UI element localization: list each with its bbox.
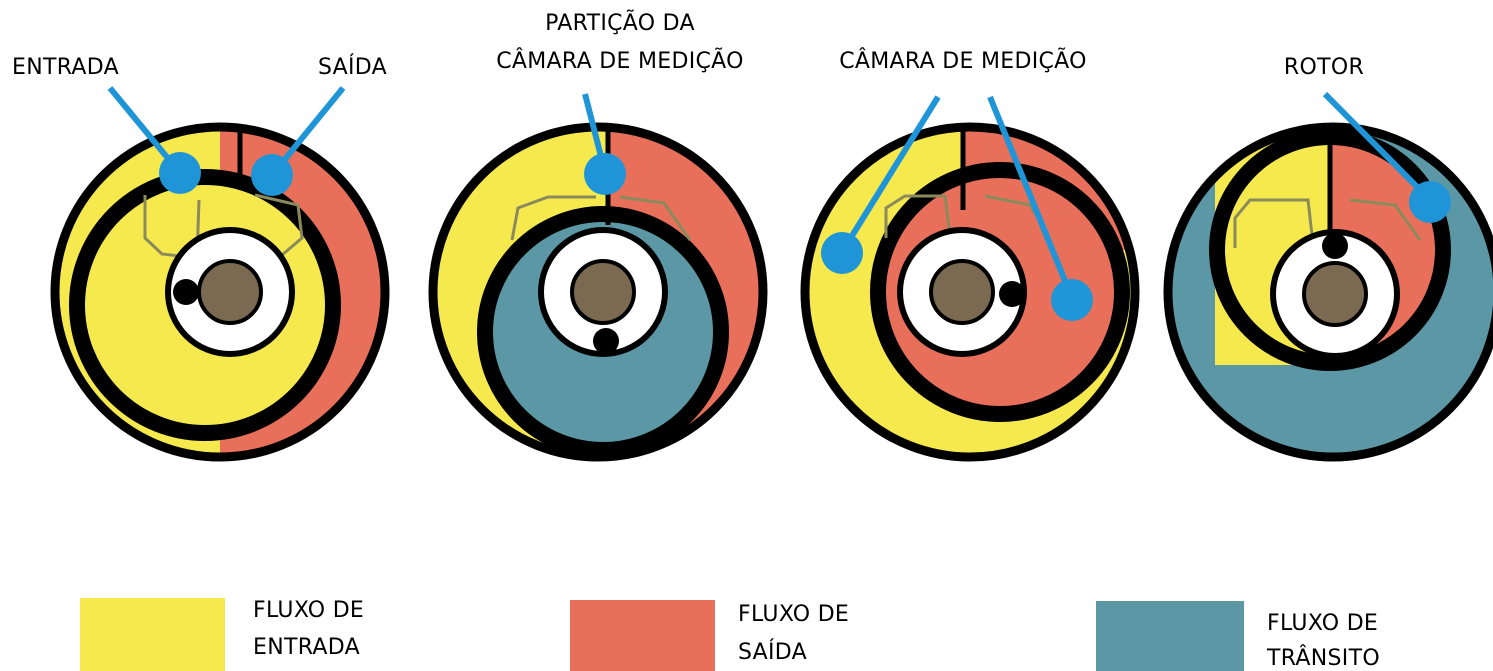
pointer-camara-left-dot	[821, 232, 863, 274]
legend-item-inflow: FLUXO DE ENTRADA	[80, 598, 364, 671]
label-rotor: ROTOR	[1284, 55, 1364, 80]
label-particao-line2: CÂMARA DE MEDIÇÃO	[496, 47, 743, 74]
legend-item-outflow: FLUXO DE SAÍDA	[570, 600, 849, 671]
legend-item-transit: FLUXO DE TRÂNSITO	[1096, 601, 1380, 671]
label-entrada: ENTRADA	[12, 55, 119, 80]
legend-swatch-inflow	[80, 598, 225, 671]
pointer-rotor-dot	[1409, 181, 1451, 223]
legend-swatch-transit	[1096, 601, 1244, 671]
pointer-entrada-dot	[159, 152, 201, 194]
pointer-rotor-line	[1322, 91, 1433, 203]
legend-transit-line1: FLUXO DE	[1267, 611, 1378, 636]
legend-outflow-line1: FLUXO DE	[738, 602, 849, 627]
legend-outflow-line2: SAÍDA	[738, 639, 807, 665]
label-camara: CÂMARA DE MEDIÇÃO	[839, 47, 1086, 74]
legend-inflow-line1: FLUXO DE	[253, 598, 364, 623]
meter-disc-3	[800, 122, 1140, 462]
meter-disc-1	[50, 122, 390, 462]
legend-transit-line2: TRÂNSITO	[1266, 645, 1380, 671]
pointer-camara-left-line	[839, 95, 941, 254]
pointer-particao-dot	[584, 153, 626, 195]
pointer-camara-right-line	[987, 95, 1075, 300]
label-particao-line1: PARTIÇÃO DA	[545, 9, 695, 36]
pointer-saida-dot	[251, 154, 293, 196]
legend-swatch-outflow	[570, 600, 715, 671]
meter-disc-4	[1163, 122, 1493, 462]
label-saida: SAÍDA	[318, 54, 387, 80]
pointer-camara-right-dot	[1051, 279, 1093, 321]
legend-inflow-line2: ENTRADA	[253, 635, 360, 660]
legend: FLUXO DE ENTRADA FLUXO DE SAÍDA FLUXO DE…	[80, 598, 1380, 671]
